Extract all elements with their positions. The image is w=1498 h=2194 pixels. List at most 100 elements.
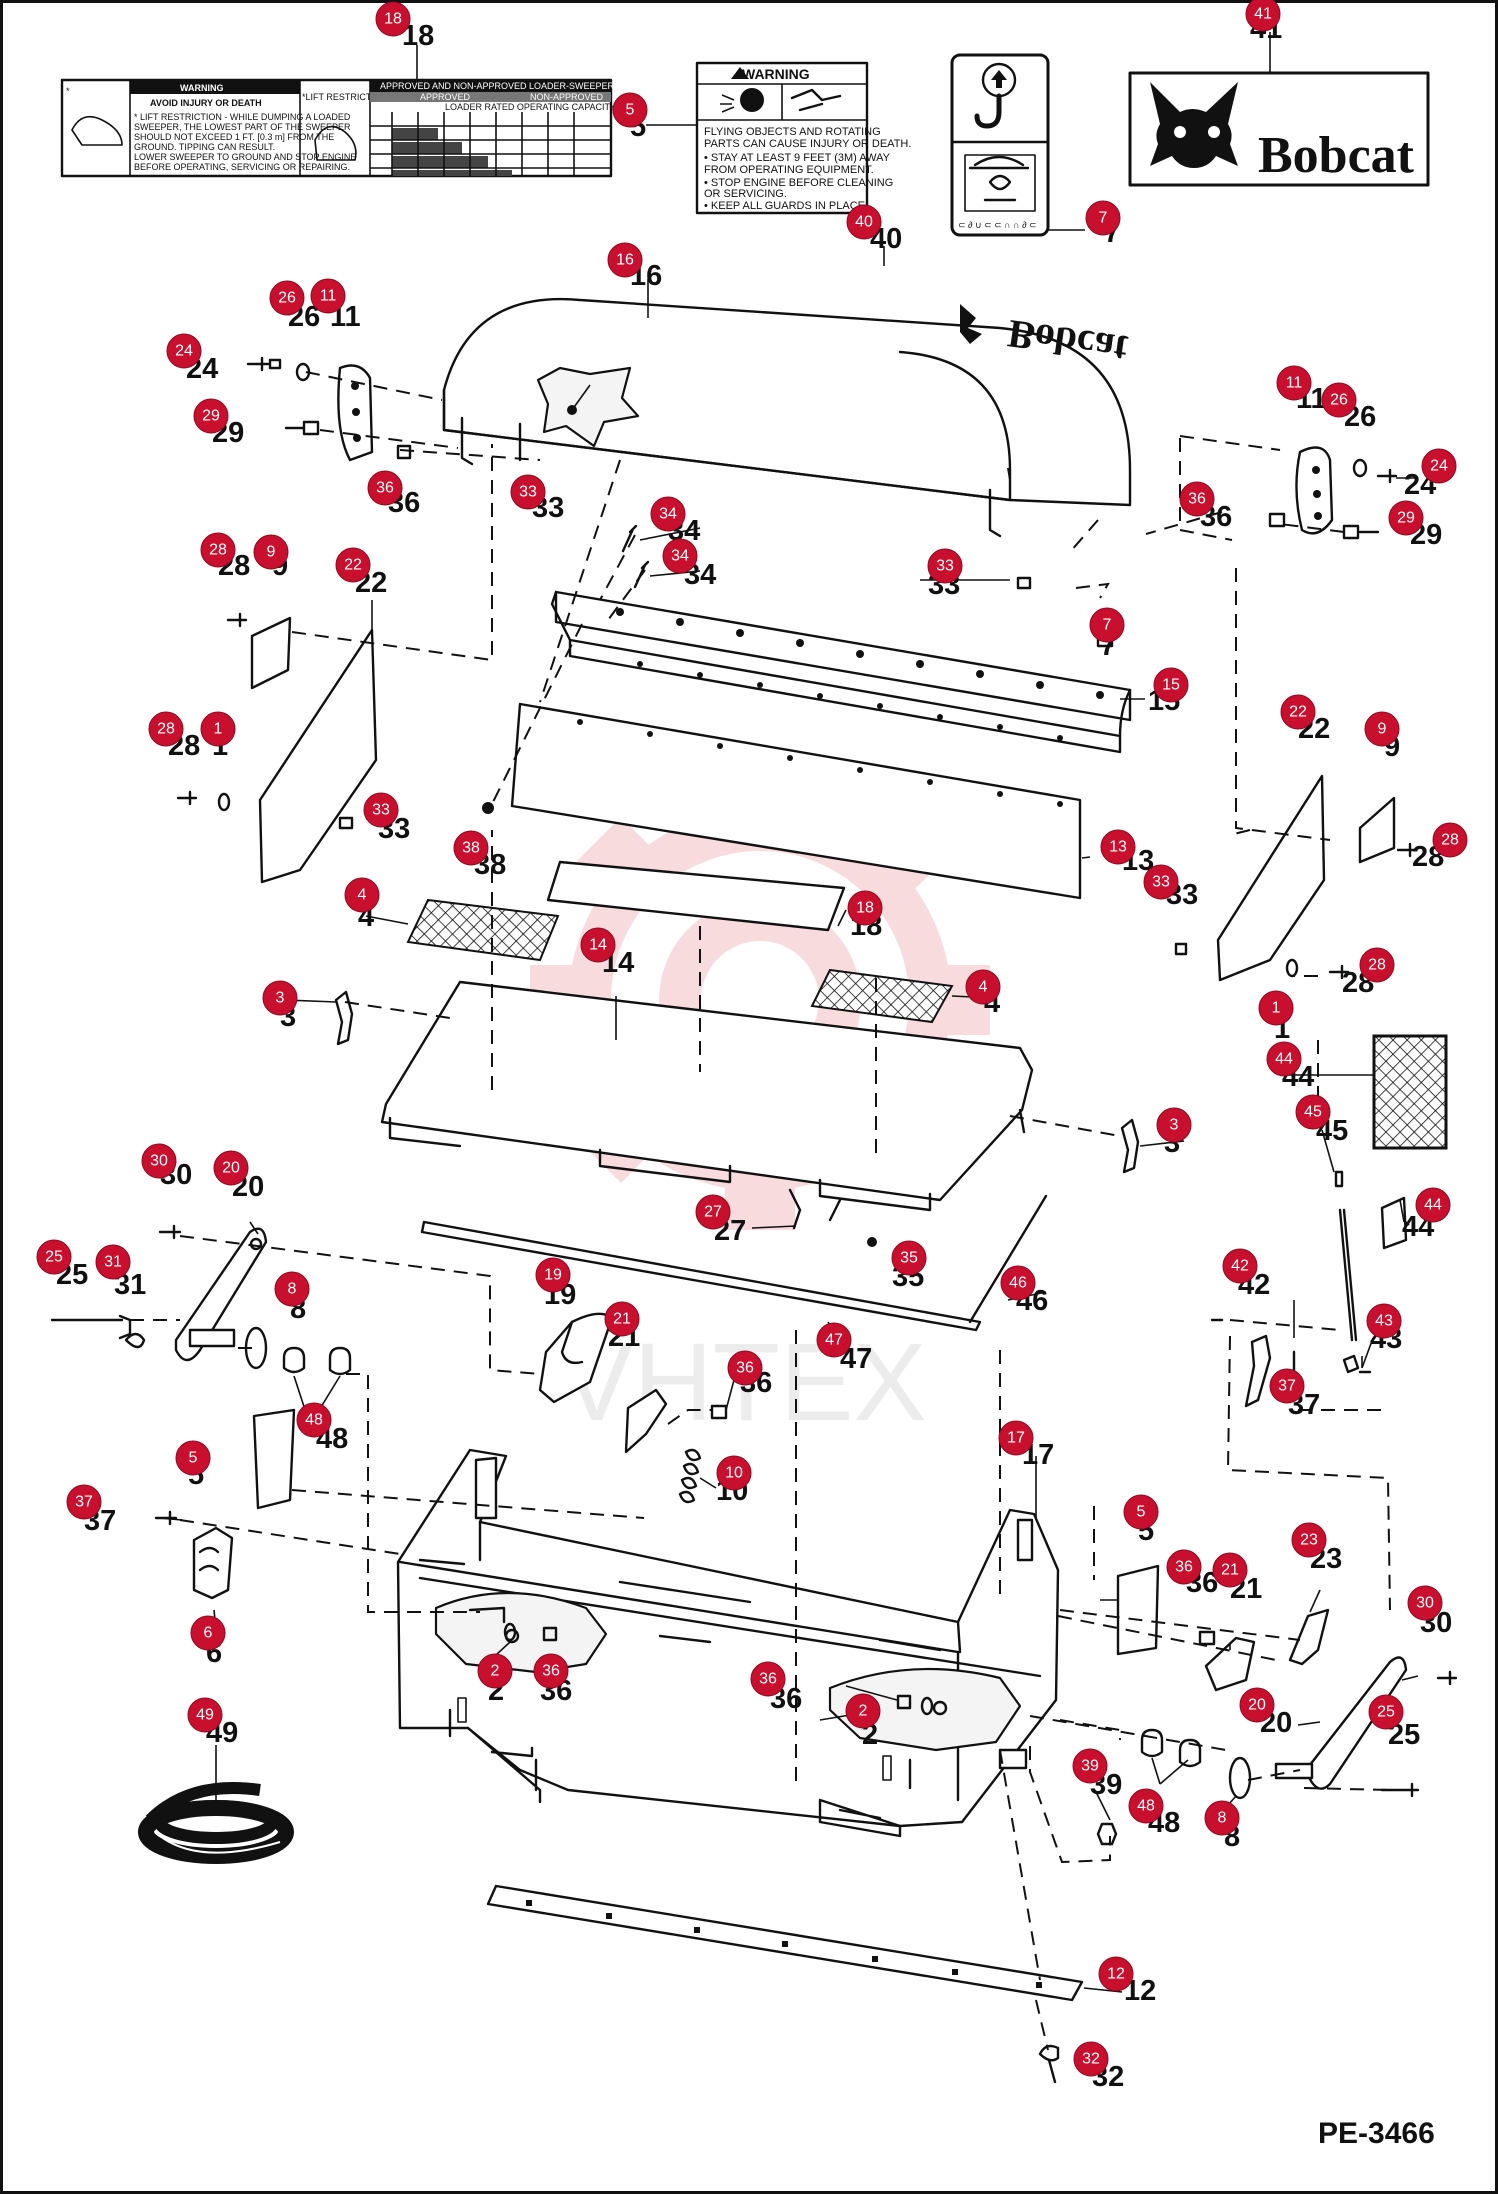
bobcat-brand-text: Bobcat — [1258, 127, 1415, 184]
right-side-plates — [1174, 774, 1418, 982]
decal-5: WARNING FLYING OBJECTS AND ROTATING PART… — [695, 61, 911, 215]
decal-5-warning: WARNING — [742, 66, 810, 82]
svg-text:42: 42 — [1231, 1258, 1249, 1275]
svg-text:3: 3 — [276, 990, 285, 1007]
svg-text:22: 22 — [1289, 704, 1307, 721]
svg-text:1: 1 — [1272, 1000, 1281, 1017]
svg-text:36: 36 — [1175, 1559, 1193, 1576]
decal-5-line: FROM OPERATING EQUIPMENT. — [704, 164, 874, 176]
svg-text:9: 9 — [267, 544, 276, 561]
decal-18-lift: *LIFT RESTRICTION — [302, 92, 387, 102]
svg-text:28: 28 — [157, 721, 175, 738]
callout-2: 22 — [477, 1653, 513, 1707]
decal-18: * WARNING AVOID INJURY OR DEATH * LIFT R… — [60, 78, 679, 178]
svg-text:20: 20 — [222, 1160, 240, 1177]
svg-text:7: 7 — [1103, 617, 1112, 634]
svg-text:18: 18 — [856, 900, 874, 917]
svg-text:7: 7 — [1099, 210, 1108, 227]
svg-text:21: 21 — [1221, 1562, 1239, 1579]
brackets-19-21-spring-10 — [538, 1312, 728, 1504]
svg-text:3: 3 — [1170, 1117, 1179, 1134]
svg-text:22: 22 — [344, 557, 362, 574]
svg-text:26: 26 — [278, 290, 296, 307]
dashed-leader-lines — [130, 371, 1391, 2051]
svg-text:17: 17 — [1007, 1430, 1025, 1447]
svg-text:34: 34 — [671, 548, 689, 565]
decal-18-line: BEFORE OPERATING, SERVICING OR REPAIRING… — [134, 162, 350, 172]
svg-text:14: 14 — [589, 937, 607, 954]
callout-5: 55 — [612, 92, 648, 143]
screens-4 — [406, 860, 954, 1024]
svg-text:15: 15 — [1162, 677, 1180, 694]
callout-1: 11 — [1258, 990, 1294, 1045]
svg-text:13: 13 — [1109, 839, 1127, 856]
left-bracket-6 — [154, 1408, 296, 1600]
part-16-cover: Bobcat — [442, 297, 1132, 538]
callout-4: 44 — [965, 969, 1001, 1019]
svg-text:48: 48 — [305, 1412, 323, 1429]
right-lower-assembly — [1096, 1564, 1458, 1846]
decal-5-line: • STAY AT LEAST 9 FEET (3M) AWAY — [704, 152, 891, 164]
callout-5: 55 — [175, 1440, 211, 1491]
svg-text:18: 18 — [384, 11, 402, 28]
svg-text:28: 28 — [209, 542, 227, 559]
svg-text:28: 28 — [1368, 957, 1386, 974]
part-15-rail — [550, 590, 1132, 754]
decal-5-line: • KEEP ALL GUARDS IN PLACE. — [704, 200, 868, 212]
decal-18-line: * LIFT RESTRICTION - WHILE DUMPING A LOA… — [134, 112, 351, 122]
decal-18-line: SWEEPER, THE LOWEST PART OF THE SWEEPER — [134, 122, 351, 132]
svg-text:33: 33 — [372, 802, 390, 819]
svg-text:4: 4 — [358, 887, 367, 904]
callout-4: 44 — [344, 877, 380, 933]
svg-text:37: 37 — [75, 1494, 93, 1511]
svg-text:28: 28 — [1441, 832, 1459, 849]
decal-18-warning: WARNING — [180, 83, 224, 93]
svg-text:37: 37 — [1278, 1378, 1296, 1395]
svg-text:11: 11 — [1286, 375, 1303, 392]
svg-text:44: 44 — [1275, 1051, 1293, 1068]
part-14-panel — [380, 980, 1034, 1212]
svg-text:1: 1 — [214, 721, 223, 738]
svg-text:45: 45 — [1304, 1104, 1322, 1121]
svg-text:33: 33 — [519, 484, 537, 501]
svg-text:29: 29 — [1397, 510, 1415, 527]
decal-18-capacity: LOADER RATED OPERATING CAPACITY — [445, 102, 616, 112]
svg-text:30: 30 — [1416, 1595, 1434, 1612]
part-12-cutting-edge — [486, 1884, 1084, 2084]
svg-text:38: 38 — [462, 840, 480, 857]
svg-text:4: 4 — [979, 979, 988, 996]
svg-text:2: 2 — [491, 1663, 500, 1680]
svg-text:41: 41 — [1254, 6, 1272, 23]
